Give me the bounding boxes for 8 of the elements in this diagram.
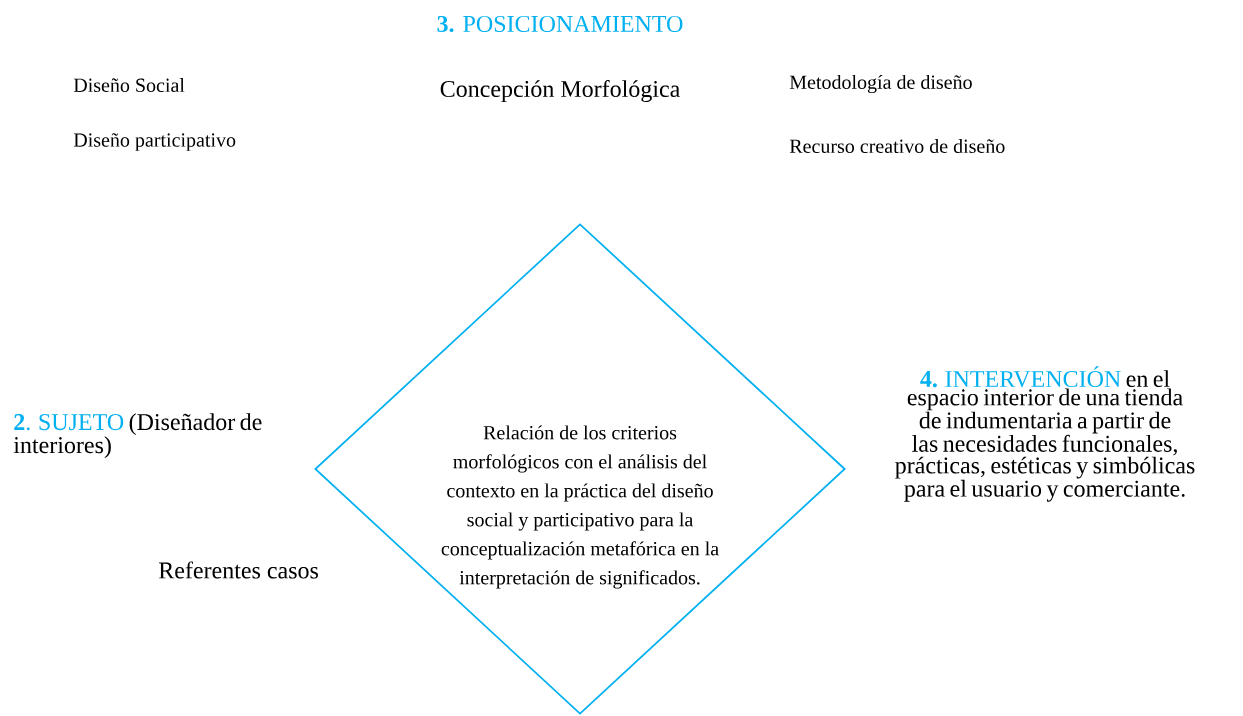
text-label: Concepción Morfológica bbox=[440, 79, 680, 103]
text-paragraph: 2. SUJETO (Diseñador de interiores) bbox=[13, 413, 262, 459]
heading: 3. POSICIONAMIENTO bbox=[437, 15, 683, 33]
text-label: Recurso creativo de diseño bbox=[789, 138, 1005, 153]
text-label: Metodología de diseño bbox=[789, 74, 972, 94]
text-label: Diseño Social bbox=[73, 77, 185, 92]
text-paragraph: 4. INTERVENCIÓN en el espacio interior de una tienda de indumentaria a partir de las necesidades funcionales, prácticas, estéticas y simbólicas para el usuario y comerciante. bbox=[895, 366, 1195, 502]
text-label: Diseño participativo bbox=[73, 133, 236, 151]
